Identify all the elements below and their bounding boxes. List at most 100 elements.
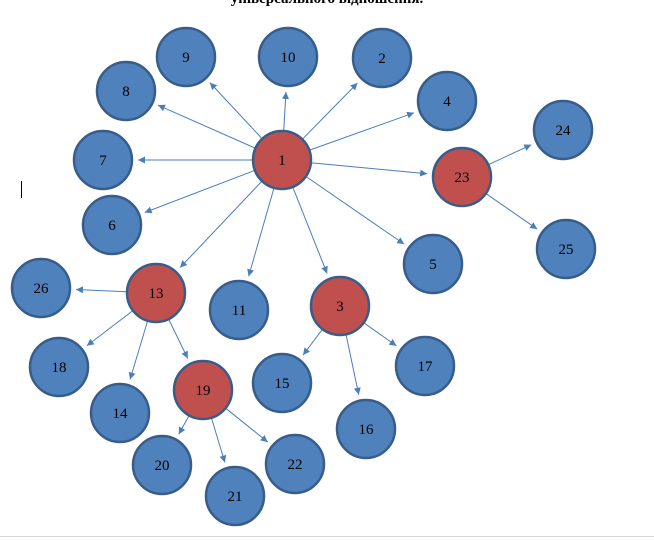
node-circle-26 (10, 257, 72, 319)
node-21: 21 (204, 465, 266, 527)
node-16: 16 (335, 398, 397, 460)
edge-19-to-21 (211, 418, 227, 463)
edge-1-to-10 (282, 91, 290, 131)
node-label-25: 25 (559, 242, 574, 258)
node-circle-17 (394, 335, 456, 397)
node-label-14: 14 (113, 406, 129, 422)
node-15: 15 (251, 352, 313, 414)
edge-1-to-11 (247, 188, 275, 277)
node-18: 18 (28, 336, 90, 398)
node-label-7: 7 (99, 153, 107, 169)
node-label-23: 23 (455, 170, 470, 186)
node-label-4: 4 (443, 94, 451, 110)
edge-13-to-14 (128, 321, 148, 380)
node-label-11: 11 (232, 303, 246, 319)
edge-1-to-13 (179, 181, 262, 268)
node-circle-23 (431, 146, 493, 208)
edge-19-to-22 (226, 408, 269, 443)
node-circle-25 (535, 218, 597, 280)
edge-23-to-24 (488, 144, 532, 165)
node-circle-7 (72, 129, 134, 191)
node-circle-8 (95, 60, 157, 122)
node-circle-2 (351, 27, 413, 89)
node-9: 9 (155, 26, 217, 88)
node-label-10: 10 (281, 50, 296, 66)
node-5: 5 (402, 233, 464, 295)
node-14: 14 (89, 382, 151, 444)
edge-13-to-26 (75, 286, 127, 294)
node-20: 20 (131, 434, 193, 496)
node-11: 11 (208, 279, 270, 341)
node-24: 24 (532, 99, 594, 161)
node-10: 10 (257, 26, 319, 88)
node-3: 3 (309, 275, 371, 337)
node-circle-13 (125, 262, 187, 324)
node-label-2: 2 (378, 51, 386, 67)
edge-1-to-4 (310, 111, 415, 151)
node-label-21: 21 (228, 489, 243, 505)
node-circle-18 (28, 336, 90, 398)
edge-1-to-5 (306, 176, 405, 245)
node-label-22: 22 (288, 457, 303, 473)
edge-3-to-15 (302, 329, 323, 356)
text-cursor (21, 181, 22, 198)
node-4: 4 (416, 70, 478, 132)
node-label-5: 5 (429, 257, 437, 273)
node-26: 26 (10, 257, 72, 319)
node-circle-10 (257, 26, 319, 88)
node-label-26: 26 (34, 281, 50, 297)
edge-1-to-23 (311, 162, 428, 177)
node-label-9: 9 (182, 50, 190, 66)
node-circle-5 (402, 233, 464, 295)
edge-13-to-19 (168, 319, 189, 359)
node-circle-14 (89, 382, 151, 444)
edge-3-to-17 (364, 322, 397, 347)
node-label-8: 8 (122, 84, 130, 100)
node-label-1: 1 (278, 153, 286, 169)
node-label-15: 15 (275, 376, 290, 392)
node-label-18: 18 (52, 360, 67, 376)
edge-23-to-25 (486, 193, 538, 230)
node-circle-24 (532, 99, 594, 161)
node-label-16: 16 (359, 422, 375, 438)
edge-19-to-20 (178, 416, 190, 435)
node-circle-16 (335, 398, 397, 460)
node-circle-21 (204, 465, 266, 527)
node-circle-15 (251, 352, 313, 414)
node-circle-19 (172, 359, 234, 421)
node-2: 2 (351, 27, 413, 89)
node-label-20: 20 (155, 458, 170, 474)
edge-1-to-6 (144, 170, 255, 214)
node-1: 1 (251, 129, 313, 191)
node-label-24: 24 (556, 123, 572, 139)
node-circle-3 (309, 275, 371, 337)
node-13: 13 (125, 262, 187, 324)
node-circle-20 (131, 434, 193, 496)
caption: універсального відношення. (0, 0, 654, 8)
node-label-6: 6 (108, 218, 116, 234)
node-8: 8 (95, 60, 157, 122)
node-circle-11 (208, 279, 270, 341)
node-circle-1 (251, 129, 313, 191)
node-19: 19 (172, 359, 234, 421)
node-label-3: 3 (336, 299, 344, 315)
node-6: 6 (81, 194, 143, 256)
node-label-13: 13 (149, 286, 164, 302)
node-22: 22 (264, 433, 326, 495)
edge-1-to-3 (292, 187, 328, 274)
node-25: 25 (535, 218, 597, 280)
node-label-17: 17 (418, 359, 434, 375)
edge-3-to-16 (345, 335, 361, 395)
node-23: 23 (431, 146, 493, 208)
node-circle-9 (155, 26, 217, 88)
edge-1-to-8 (157, 104, 255, 149)
edge-1-to-2 (302, 82, 358, 139)
node-17: 17 (394, 335, 456, 397)
node-7: 7 (72, 129, 134, 191)
node-label-19: 19 (196, 383, 211, 399)
page-bottom-rule (0, 536, 654, 537)
node-circle-22 (264, 433, 326, 495)
edge-1-to-9 (209, 82, 262, 139)
